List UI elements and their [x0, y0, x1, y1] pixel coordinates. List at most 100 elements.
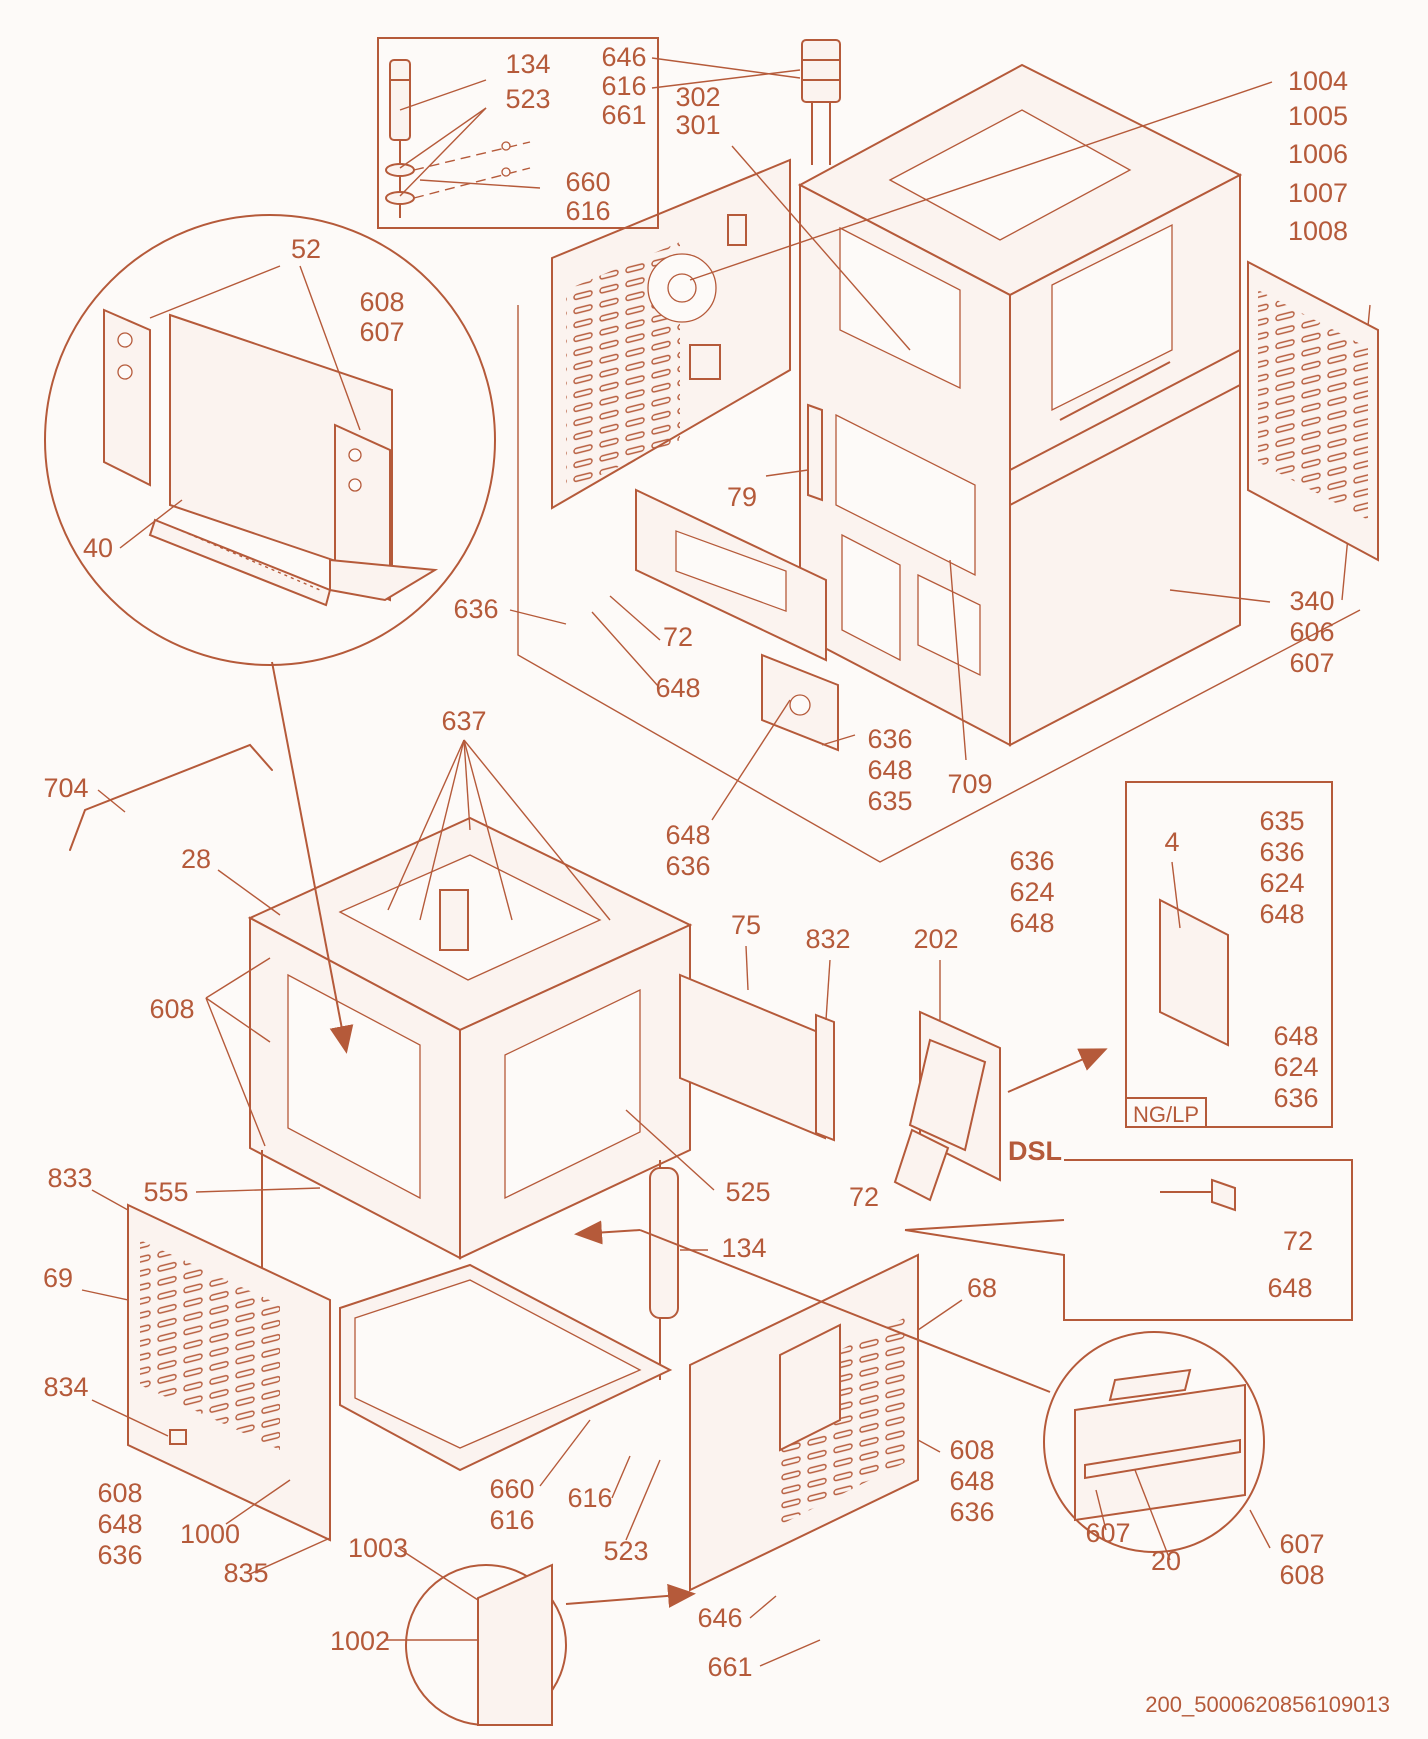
lower-cabinet — [247, 816, 835, 1472]
part-label-l301: 301 — [675, 110, 720, 140]
upper-cabinet — [797, 63, 1243, 747]
part-label-l1005: 1005 — [1288, 101, 1348, 131]
part-label-l608c: 608 — [97, 1478, 142, 1508]
detail-circle-bracket — [44, 214, 496, 666]
part-label-l636e: 636 — [1259, 837, 1304, 867]
part-label-l1002: 1002 — [330, 1626, 390, 1656]
part-label-l624c: 624 — [1273, 1052, 1318, 1082]
part-label-l75: 75 — [731, 910, 761, 940]
part-label-l523b: 523 — [603, 1536, 648, 1566]
strip-832 — [815, 1013, 835, 1142]
upper-assembly — [517, 39, 1379, 863]
part-label-l616c: 616 — [489, 1505, 534, 1535]
part-label-l660b: 660 — [489, 1474, 534, 1504]
part-label-l636a: 636 — [453, 594, 498, 624]
panel-68 — [689, 1253, 919, 1592]
part-label-l648d: 648 — [1009, 908, 1054, 938]
part-number-labels: 1345236466166616606163023011004100510061… — [43, 42, 1348, 1682]
part-label-l636c: 636 — [665, 851, 710, 881]
part-label-l648e: 648 — [1259, 899, 1304, 929]
part-label-l646a: 646 — [601, 42, 646, 72]
part-label-l616a: 616 — [601, 71, 646, 101]
flue-202 — [893, 1010, 1001, 1202]
part-label-l202: 202 — [913, 924, 958, 954]
part-label-l636h: 636 — [949, 1497, 994, 1527]
part-label-l832: 832 — [805, 924, 850, 954]
ng-lp-callout: NG/LP — [1133, 1102, 1199, 1127]
part-label-l608d: 608 — [949, 1435, 994, 1465]
part-label-l72b: 72 — [849, 1182, 879, 1212]
back-panel — [551, 158, 791, 510]
part-label-l302: 302 — [675, 82, 720, 112]
part-label-l1007: 1007 — [1288, 178, 1348, 208]
detail-circle-edge — [405, 1563, 567, 1726]
part-label-l709: 709 — [947, 769, 992, 799]
part-label-l40: 40 — [83, 533, 113, 563]
part-label-l635a: 635 — [867, 786, 912, 816]
part-label-l68: 68 — [967, 1273, 997, 1303]
handle-704 — [69, 743, 273, 851]
drawing-number: 200_5000620856109013 — [1145, 1692, 1390, 1717]
part-label-l636d: 636 — [1009, 846, 1054, 876]
dsl-callout: DSL — [1008, 1136, 1062, 1166]
part-label-l20: 20 — [1151, 1546, 1181, 1576]
part-label-l52: 52 — [291, 234, 321, 264]
part-label-l835: 835 — [223, 1558, 268, 1588]
part-label-l1003: 1003 — [348, 1533, 408, 1563]
panel-69 — [127, 1203, 331, 1542]
part-label-l624a: 624 — [1009, 877, 1054, 907]
part-label-l648f: 648 — [1273, 1021, 1318, 1051]
part-label-l607d: 607 — [1279, 1529, 1324, 1559]
part-label-l624b: 624 — [1259, 868, 1304, 898]
light-tower — [801, 39, 841, 165]
part-label-l1000: 1000 — [180, 1519, 240, 1549]
inset-light-tower-hardware — [377, 37, 659, 229]
arrows — [271, 661, 1108, 1608]
part-label-l555: 555 — [143, 1177, 188, 1207]
part-label-l648b: 648 — [867, 755, 912, 785]
part-label-l606: 606 — [1289, 617, 1334, 647]
part-label-l833: 833 — [47, 1163, 92, 1193]
part-label-l525: 525 — [725, 1177, 770, 1207]
part-label-l616d: 616 — [567, 1483, 612, 1513]
part-label-l646b: 646 — [697, 1603, 742, 1633]
detail-circle-gas-valve — [1043, 1331, 1265, 1553]
part-label-l636f: 636 — [1273, 1083, 1318, 1113]
part-label-l1004: 1004 — [1288, 66, 1348, 96]
part-label-l72a: 72 — [663, 622, 693, 652]
part-label-l134b: 134 — [721, 1233, 766, 1263]
part-label-l1006: 1006 — [1288, 139, 1348, 169]
part-label-l79: 79 — [727, 482, 757, 512]
part-label-l69: 69 — [43, 1263, 73, 1293]
inset-bracket-72 — [904, 1159, 1353, 1321]
part-label-l648h: 648 — [97, 1509, 142, 1539]
side-panel-right — [1247, 260, 1379, 562]
part-label-l340: 340 — [1289, 586, 1334, 616]
part-label-l608b: 608 — [149, 994, 194, 1024]
part-label-l28: 28 — [181, 844, 211, 874]
part-label-l608e: 608 — [1279, 1560, 1324, 1590]
part-label-l661b: 661 — [707, 1652, 752, 1682]
part-label-l134a: 134 — [505, 49, 550, 79]
part-label-l636g: 636 — [97, 1540, 142, 1570]
part-label-l4: 4 — [1164, 827, 1179, 857]
leader-lines — [81, 57, 1273, 1667]
part-label-l636b: 636 — [867, 724, 912, 754]
part-label-l704: 704 — [43, 773, 88, 803]
part-label-l648g: 648 — [1267, 1273, 1312, 1303]
part-label-l648i: 648 — [949, 1466, 994, 1496]
part-label-l648a: 648 — [655, 673, 700, 703]
part-label-l648c: 648 — [665, 820, 710, 850]
part-label-l1008: 1008 — [1288, 216, 1348, 246]
bracket-strip-79 — [807, 403, 823, 502]
part-label-l607b: 607 — [1289, 648, 1334, 678]
part-label-l616b: 616 — [565, 196, 610, 226]
part-label-l607c: 607 — [1085, 1518, 1130, 1548]
part-label-l523a: 523 — [505, 84, 550, 114]
part-label-l834: 834 — [43, 1372, 88, 1402]
part-label-l637: 637 — [441, 706, 486, 736]
part-label-l72c: 72 — [1283, 1226, 1313, 1256]
panel-75 — [679, 973, 826, 1140]
part-label-l661a: 661 — [601, 100, 646, 130]
